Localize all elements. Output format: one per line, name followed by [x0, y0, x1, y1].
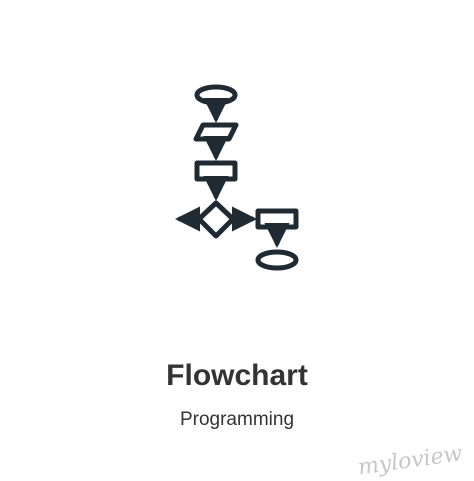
page-title: Flowchart — [166, 359, 308, 392]
process-rect-shape — [194, 160, 238, 182]
decision-diamond-shape — [196, 200, 236, 239]
input-parallelogram-shape — [193, 122, 239, 142]
category-subtitle: Programming — [179, 409, 295, 430]
start-oval-shape — [194, 84, 238, 106]
process-rect-right-shape — [255, 208, 299, 230]
end-oval-shape — [255, 249, 299, 271]
